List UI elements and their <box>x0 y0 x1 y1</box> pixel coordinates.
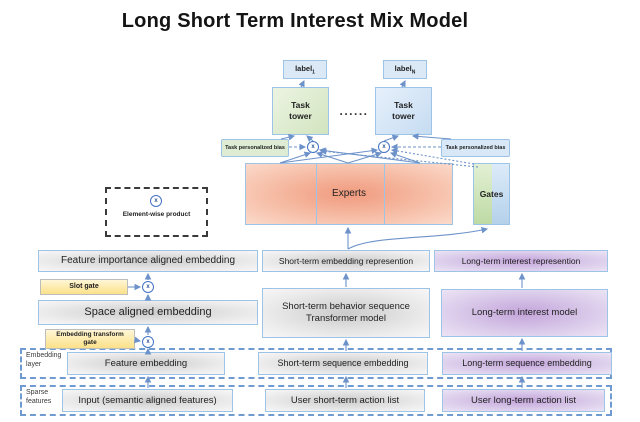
legend-box: x Element-wise product <box>105 187 208 237</box>
task-personalized-bias-left: Task personalized bias <box>221 139 289 157</box>
long-term-interest-model-box: Long-term interest model <box>441 289 608 337</box>
embedding-transform-gate-box: Embedding transform gate <box>45 329 135 349</box>
task-tower-left: Task tower <box>272 87 329 135</box>
task-personalized-bias-right: Task personalized bias <box>441 139 510 157</box>
user-long-term-action-list-box: User long-term action list <box>442 389 605 412</box>
short-term-embedding-represention-box: Short-term embedding represention <box>262 250 430 272</box>
experts-label: Experts <box>332 187 366 199</box>
diagram-title: Long Short Term Interest Mix Model <box>121 10 469 32</box>
short-term-sequence-embedding-box: Short-term sequence embedding <box>258 352 428 375</box>
gate-strip-blue <box>492 164 509 224</box>
feature-importance-aligned-embedding-box: Feature importance aligned embedding <box>38 250 258 272</box>
long-term-sequence-embedding-box: Long-term sequence embedding <box>442 352 612 375</box>
embedding-layer-label: Embedding layer <box>26 352 62 368</box>
ellipsis-dots: ...... <box>339 104 369 118</box>
multiply-icon: x <box>307 141 319 153</box>
space-aligned-embedding-box: Space aligned embedding <box>38 300 258 325</box>
label-n-subscript: N <box>411 69 416 76</box>
sparse-features-label: Sparse features <box>26 389 52 405</box>
feature-embedding-box: Feature embedding <box>67 352 225 375</box>
multiply-icon: x <box>378 141 390 153</box>
label-n-box: labelN <box>383 60 427 79</box>
multiply-icon: x <box>142 281 154 293</box>
short-term-behavior-sequence-transformer-model-box: Short-term behavior sequence Transformer… <box>262 288 430 338</box>
gates-label: Gates <box>479 188 504 199</box>
input-semantic-aligned-features-box: Input (semantic aligned features) <box>62 389 233 412</box>
label-1-text: label <box>295 63 313 73</box>
slot-gate-box: Slot gate <box>40 279 128 295</box>
label-n-text: label <box>394 63 412 73</box>
gates-box: Gates <box>473 163 510 225</box>
user-short-term-action-list-box: User short-term action list <box>265 389 425 412</box>
label-1-subscript: 1 <box>312 69 315 76</box>
experts-divider <box>316 164 317 224</box>
task-tower-right: Task tower <box>375 87 432 135</box>
experts-box: Experts <box>245 163 453 225</box>
experts-divider <box>384 164 385 224</box>
label-1-box: label1 <box>283 60 327 79</box>
multiply-icon: x <box>142 336 154 348</box>
multiply-icon: x <box>150 195 162 207</box>
long-term-interest-represention-box: Long-term interest represention <box>434 250 608 272</box>
legend-label: Element-wise product <box>122 211 191 218</box>
